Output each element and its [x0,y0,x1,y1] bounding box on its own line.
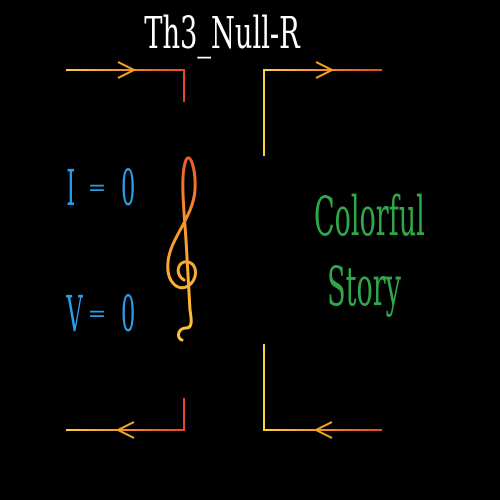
story-line-1: Colorful [314,185,425,248]
current-equation: I = 0 [62,158,136,218]
voltage-symbol: V [66,285,83,343]
voltage-equation: V = 0 [62,284,136,344]
top-left-wire [66,61,185,102]
current-operator: = [87,175,107,201]
treble-clef-icon [166,156,197,342]
story-line-2: Story [327,255,401,318]
artist-title: Th3_Null-R [144,8,300,59]
bottom-left-wire [66,398,185,439]
top-right-wire [263,61,382,156]
current-value: 0 [120,159,136,217]
bottom-right-wire [263,344,382,439]
story-text: Colorful Story [264,182,464,322]
current-symbol: I [66,159,76,217]
voltage-value: 0 [120,285,136,343]
voltage-operator: = [87,301,107,327]
